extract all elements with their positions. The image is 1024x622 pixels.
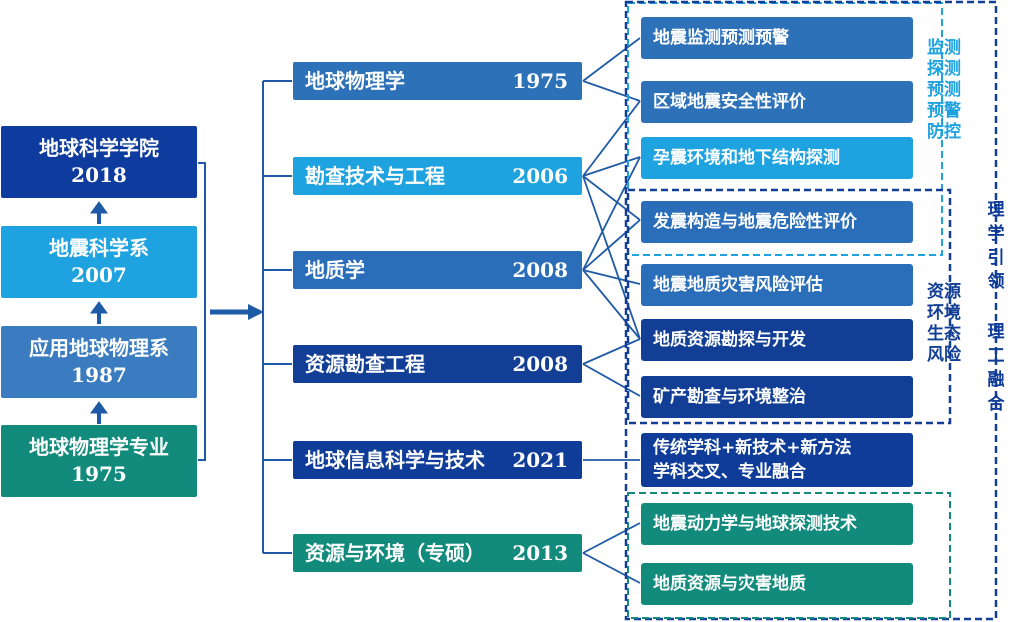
topic-label: 孕震环境和地下结构探测 — [653, 148, 840, 168]
label-char: 资源 — [927, 282, 961, 302]
major-year: 2013 — [512, 541, 568, 565]
arrow-up-icon — [90, 301, 108, 324]
topic-label: 区域地震安全性评价 — [653, 92, 806, 112]
resources-group-label: 资源 环境 生态 风险 — [924, 282, 964, 366]
topic-label: 地质资源与灾害地质 — [653, 574, 806, 594]
left-box-geophysics-major: 地球物理学专业 1975 — [1, 425, 197, 497]
resources-frame — [626, 188, 952, 425]
teal-frame — [627, 492, 951, 619]
monitoring-group-label: 监测 探测 预测 预警 防控 — [924, 38, 964, 143]
major-name: 勘查技术与工程 — [305, 164, 445, 188]
major-name: 资源勘查工程 — [305, 352, 425, 376]
topic-box: 地震监测预测预警 — [641, 17, 913, 59]
left-box-applied-geophysics-dept: 应用地球物理系 1987 — [1, 326, 197, 398]
topic-label: 传统学科+新技术+新方法 — [653, 438, 852, 458]
major-name: 地球物理学 — [305, 69, 405, 93]
topic-label: 地震地质灾害风险评估 — [653, 275, 823, 295]
major-box-geo-information: 地球信息科学与技术 2021 — [293, 441, 582, 479]
middle-tree-lines — [262, 80, 292, 554]
engineering-fusion-label: 理 工 融 合 — [986, 320, 1006, 416]
topic-box: 孕震环境和地下结构探测 — [641, 137, 913, 179]
topic-label: 发震构造与地震危险性评价 — [653, 212, 857, 232]
label-char: 工 — [987, 346, 1005, 366]
topic-box: 矿产勘查与环境整治 — [641, 376, 913, 418]
left-box-year: 1987 — [71, 363, 127, 387]
topic-box-two-line: 传统学科+新技术+新方法 学科交叉、专业融合 — [641, 433, 913, 487]
topic-label: 学科交叉、专业融合 — [653, 462, 806, 482]
arrow-up-icon — [90, 201, 108, 224]
label-char: 预警 — [927, 101, 961, 121]
label-char: 环境 — [927, 303, 961, 323]
major-name: 资源与环境（专硕） — [305, 541, 485, 565]
label-char: 风险 — [927, 345, 961, 365]
label-char: 预测 — [927, 80, 961, 100]
label-char: 探测 — [927, 59, 961, 79]
topic-label: 矿产勘查与环境整治 — [653, 387, 806, 407]
topic-label: 地震监测预测预警 — [653, 28, 789, 48]
topic-label: 地震动力学与地球探测技术 — [653, 514, 857, 534]
topic-box: 发震构造与地震危险性评价 — [641, 201, 913, 243]
science-lead-label: 理 学 引 领 — [986, 198, 1006, 294]
left-box-year: 2007 — [71, 263, 127, 287]
left-box-name: 应用地球物理系 — [29, 336, 169, 360]
label-char: 合 — [987, 394, 1005, 414]
left-box-year: 2018 — [71, 163, 127, 187]
label-char: 监测 — [927, 38, 961, 58]
left-box-school: 地球科学学院 2018 — [1, 126, 197, 198]
major-box-resource-exploration: 资源勘查工程 2008 — [293, 345, 582, 383]
topic-box: 地震地质灾害风险评估 — [641, 264, 913, 306]
label-char: 理 — [987, 200, 1005, 220]
major-year: 2021 — [512, 448, 568, 472]
label-char: 理 — [987, 322, 1005, 342]
label-char: 领 — [987, 272, 1005, 292]
label-char: 生态 — [927, 324, 961, 344]
major-year: 1975 — [512, 69, 568, 93]
topic-label: 地质资源勘探与开发 — [653, 330, 806, 350]
topic-box: 地震动力学与地球探测技术 — [641, 503, 913, 545]
topic-box: 地质资源勘探与开发 — [641, 319, 913, 361]
major-box-exploration-tech: 勘查技术与工程 2006 — [293, 157, 582, 195]
left-box-seismology-dept: 地震科学系 2007 — [1, 226, 197, 298]
major-year: 2008 — [512, 352, 568, 376]
label-char: 融 — [987, 370, 1005, 390]
major-box-resources-environment: 资源与环境（专硕） 2013 — [293, 534, 582, 572]
topic-box: 地质资源与灾害地质 — [641, 563, 913, 605]
major-box-geophysics: 地球物理学 1975 — [293, 62, 582, 100]
label-char: 引 — [987, 248, 1005, 268]
left-box-name: 地球物理学专业 — [29, 435, 169, 459]
left-box-name: 地震科学系 — [49, 236, 149, 260]
major-year: 2008 — [512, 258, 568, 282]
major-name: 地球信息科学与技术 — [305, 448, 485, 472]
topic-box: 区域地震安全性评价 — [641, 81, 913, 123]
major-name: 地质学 — [305, 258, 365, 282]
arrow-up-icon — [90, 401, 108, 424]
left-bracket — [198, 162, 206, 461]
major-box-geology: 地质学 2008 — [293, 251, 582, 289]
label-char: 学 — [987, 224, 1005, 244]
middle-right-connectors — [582, 37, 641, 584]
left-box-year: 1975 — [71, 462, 127, 486]
label-char: 防控 — [927, 122, 961, 142]
arrow-right-icon — [210, 304, 264, 320]
major-year: 2006 — [512, 164, 568, 188]
left-box-name: 地球科学学院 — [39, 136, 159, 160]
